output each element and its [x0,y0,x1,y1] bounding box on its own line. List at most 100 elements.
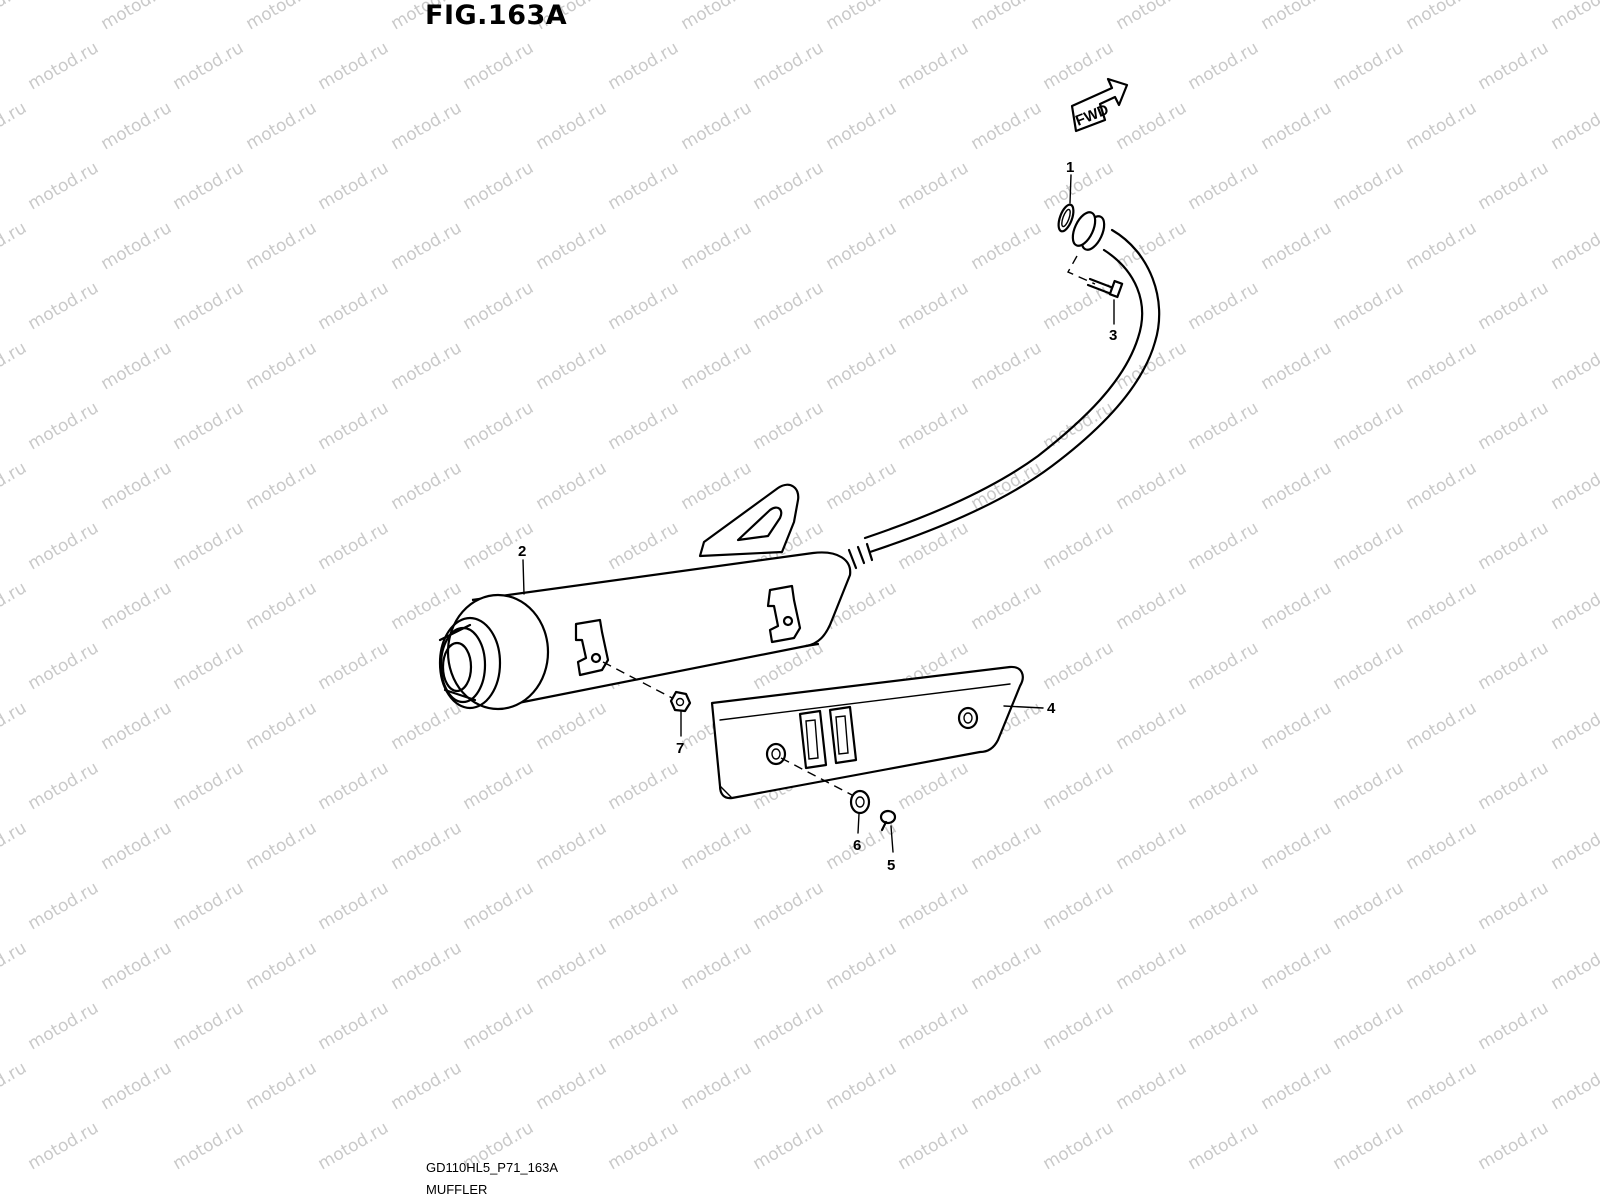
watermark-text: motod.ru [1548,458,1600,514]
watermark-text: motod.ru [98,1058,176,1114]
leader-lines [522,174,1115,853]
watermark-text: motod.ru [823,98,901,154]
watermark-text: motod.ru [895,518,973,574]
watermark-text: motod.ru [170,278,248,334]
watermark-text: motod.ru [1258,0,1336,34]
watermark-text: motod.ru [388,818,466,874]
watermark-text: motod.ru [1548,98,1600,154]
watermark-text: motod.ru [1548,0,1600,34]
watermark-text: motod.ru [533,938,611,994]
watermark-text: motod.ru [1403,98,1481,154]
watermark-text: motod.ru [533,1058,611,1114]
watermark-text: motod.ru [895,998,973,1054]
watermark-text: motod.ru [895,398,973,454]
watermark-text: motod.ru [823,338,901,394]
watermark-text: motod.ru [1548,698,1600,754]
watermark-text: motod.ru [315,278,393,334]
watermark-text: motod.ru [0,1058,30,1114]
figure-title: FIG.163A [425,0,568,31]
watermark-text: motod.ru [1185,398,1263,454]
watermark-text: motod.ru [1403,578,1481,634]
watermark-text: motod.ru [1113,578,1191,634]
watermark-text: motod.ru [1040,278,1118,334]
watermark-text: motod.ru [170,1118,248,1174]
callout-3: 3 [1109,327,1117,344]
watermark-text: motod.ru [1185,158,1263,214]
watermark-text: motod.ru [1040,998,1118,1054]
watermark-text: motod.ru [1258,218,1336,274]
watermark-text: motod.ru [1330,1118,1408,1174]
watermark-text: motod.ru [1185,278,1263,334]
watermark-text: motod.ru [388,338,466,394]
watermark-text: motod.ru [1475,158,1553,214]
watermark-text: motod.ru [605,278,683,334]
watermark-text: motod.ru [968,1058,1046,1114]
watermark-text: motod.ru [750,1118,828,1174]
figure-caption: MUFFLER [426,1182,488,1197]
watermark-text: motod.ru [1113,698,1191,754]
watermark-text: motod.ru [243,818,321,874]
bolt-part [1067,255,1124,299]
callout-1: 1 [1066,159,1074,176]
watermark-text: motod.ru [605,158,683,214]
watermark-text: motod.ru [1330,998,1408,1054]
watermark-text: motod.ru [0,0,30,34]
watermark-text: motod.ru [1330,38,1408,94]
watermark-text: motod.ru [1113,458,1191,514]
watermark-text: motod.ru [1475,1118,1553,1174]
watermark-text: motod.ru [1548,938,1600,994]
watermark-text: motod.ru [678,938,756,994]
watermark-text: motod.ru [1258,1058,1336,1114]
watermark-text: motod.ru [533,338,611,394]
watermark-text: motod.ru [315,998,393,1054]
watermark-text: motod.ru [1258,338,1336,394]
watermark-text: motod.ru [1040,158,1118,214]
watermark-text: motod.ru [243,0,321,34]
watermark-text: motod.ru [98,818,176,874]
watermark-text: motod.ru [1330,398,1408,454]
watermark-text: motod.ru [1403,938,1481,994]
watermark-text: motod.ru [388,698,466,754]
watermark-text: motod.ru [1475,758,1553,814]
watermark-text: motod.ru [0,98,30,154]
watermark-text: motod.ru [243,218,321,274]
watermark-text: motod.ru [1040,38,1118,94]
watermark-text: motod.ru [170,998,248,1054]
watermark-text: motod.ru [243,98,321,154]
watermark-text: motod.ru [750,998,828,1054]
watermark-text: motod.ru [388,938,466,994]
watermark-text: motod.ru [170,878,248,934]
watermark-text: motod.ru [170,398,248,454]
watermark-text: motod.ru [315,878,393,934]
watermark-text: motod.ru [968,578,1046,634]
watermark-text: motod.ru [1475,638,1553,694]
watermark-text: motod.ru [170,38,248,94]
watermark-text: motod.ru [0,338,30,394]
watermark-text: motod.ru [823,938,901,994]
watermark-text: motod.ru [315,398,393,454]
watermark-text: motod.ru [1403,458,1481,514]
watermark-text: motod.ru [1403,1058,1481,1114]
watermark-text: motod.ru [25,638,103,694]
watermark-text: motod.ru [25,518,103,574]
watermark-text: motod.ru [968,938,1046,994]
callout-7: 7 [676,740,684,757]
watermark-text: motod.ru [25,158,103,214]
watermark-text: motod.ru [1258,578,1336,634]
watermark-text: motod.ru [678,1058,756,1114]
watermark-text: motod.ru [25,278,103,334]
watermark-text: motod.ru [968,98,1046,154]
watermark-text: motod.ru [1040,518,1118,574]
watermark-text: motod.ru [1548,1058,1600,1114]
watermark-text: motod.ru [823,218,901,274]
washer-part [780,757,871,815]
watermark-text: motod.ru [678,218,756,274]
watermark-text: motod.ru [460,398,538,454]
watermark-text: motod.ru [25,998,103,1054]
watermark-text: motod.ru [460,758,538,814]
watermark-text: motod.ru [315,1118,393,1174]
watermark-text: motod.ru [1113,818,1191,874]
watermark-text: motod.ru [895,158,973,214]
watermark-text: motod.ru [1258,458,1336,514]
